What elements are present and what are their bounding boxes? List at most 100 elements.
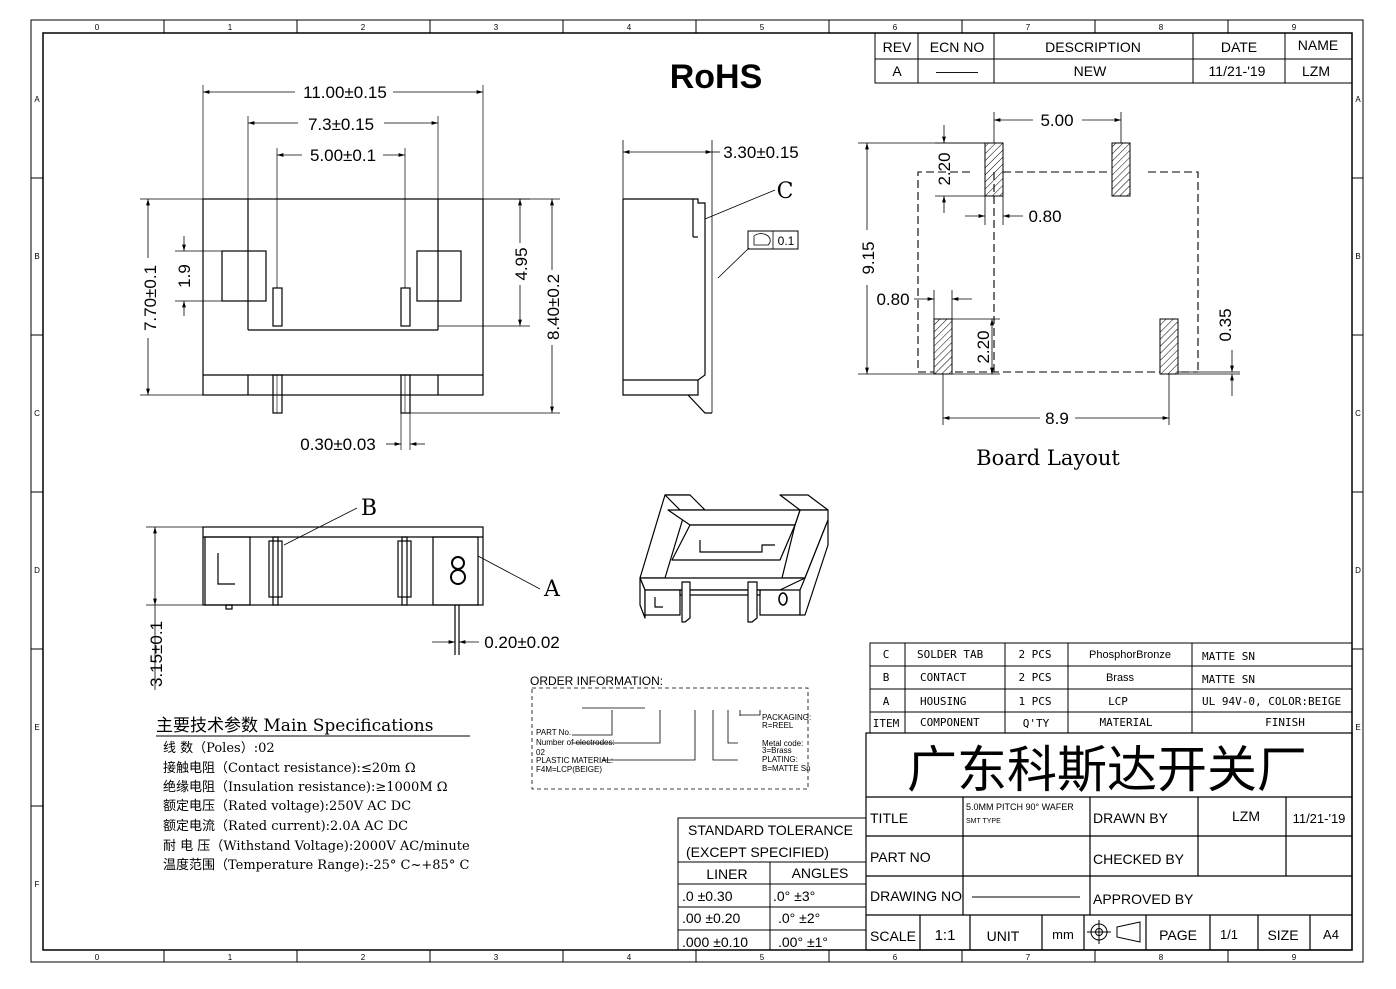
- bom-cell: HOUSING: [920, 695, 966, 708]
- bottom-view-labels: 3.15±0.1 0.20±0.02 B A: [147, 496, 561, 687]
- angles-header: ANGLES: [792, 865, 849, 881]
- side-view-dim: [622, 140, 799, 413]
- size-value: A4: [1323, 927, 1339, 942]
- row-label: A: [1355, 95, 1361, 104]
- col-label: 3: [494, 953, 499, 962]
- callout-a: A: [543, 577, 561, 602]
- bl-dim-offset: 0.35: [1216, 308, 1235, 341]
- main-specifications: 主要技术参数 Main Specifications 线 数（Poles）:02…: [156, 716, 470, 873]
- unit-value: mm: [1052, 927, 1074, 942]
- bom-cell: MATTE SN: [1202, 650, 1255, 663]
- bom-cell: 2 PCS: [1018, 671, 1051, 684]
- bom-header: FINISH: [1265, 716, 1305, 729]
- order-electrodes: Number of electrodes:: [536, 738, 615, 747]
- drawn-date: 11/21-'19: [1293, 811, 1346, 826]
- date-value: 11/21-'19: [1209, 63, 1266, 79]
- board-layout-title: Board Layout: [976, 446, 1120, 470]
- row-label: E: [34, 723, 39, 732]
- rev-header: REV: [883, 39, 912, 55]
- order-plating: PLATING:: [762, 755, 798, 764]
- projection-symbol-icon: [1087, 920, 1141, 944]
- specs-title: 主要技术参数 Main Specifications: [156, 716, 433, 736]
- row-label: D: [34, 566, 40, 575]
- col-label: 9: [1292, 953, 1297, 962]
- drawing-no-label: DRAWING NO: [870, 888, 962, 904]
- bom-cell: Brass: [1106, 672, 1135, 684]
- order-plastic: PLASTIC MATERIAL:: [536, 756, 613, 765]
- tolerance-angle: .00° ±1°: [778, 934, 828, 950]
- col-label: 8: [1159, 953, 1164, 962]
- bottom-view: [202, 526, 484, 655]
- unit-label: UNIT: [987, 928, 1020, 944]
- bom-cell: LCP: [1108, 695, 1128, 708]
- description-value: NEW: [1074, 63, 1107, 79]
- col-label: 4: [627, 23, 632, 32]
- description-header: DESCRIPTION: [1045, 39, 1141, 55]
- col-label: 3: [494, 23, 499, 32]
- board-layout: 5.00 2.20 0.80 9.15 0.80 2.20 0.35 8.9 B…: [858, 111, 1240, 470]
- order-electrodes-val: 02: [536, 748, 545, 757]
- drawn-by-value: LZM: [1232, 808, 1260, 824]
- dim-height: 7.70±0.1: [141, 265, 160, 331]
- bom-cell: A: [883, 695, 890, 708]
- flatness-value: 0.1: [778, 234, 795, 248]
- order-packaging-val: R=REEL: [762, 721, 794, 730]
- front-view-dim-lines: [146, 90, 554, 446]
- column-labels-bottom: 0 1 2 3 4 5 6 7 8 9: [95, 953, 1297, 962]
- name-value: LZM: [1302, 63, 1330, 79]
- bl-dim-pad-length-top: 2.20: [935, 152, 954, 185]
- bom-cell: 2 PCS: [1018, 648, 1051, 661]
- order-packaging: PACKAGING:: [762, 713, 811, 722]
- dim-width-overall: 11.00±0.15: [303, 83, 387, 102]
- title-value: 5.0MM PITCH 90° WAFER: [966, 802, 1074, 812]
- spec-line: 接触电阻（Contact resistance):≤20m Ω: [163, 760, 416, 776]
- row-label: F: [35, 880, 40, 889]
- tolerance-liner: .000 ±0.10: [682, 934, 748, 950]
- ecn-header: ECN NO: [930, 39, 985, 55]
- order-plating-val: B=MATTE Sn: [762, 764, 811, 773]
- tolerance-angle: .0° ±3°: [773, 888, 815, 904]
- col-label: 8: [1159, 23, 1164, 32]
- callout-c: C: [777, 179, 794, 204]
- tolerance-liner: .00 ±0.20: [682, 910, 740, 926]
- dim-width-inner: 7.3±0.15: [308, 115, 374, 134]
- bl-dim-pad-width-top: 0.80: [1028, 207, 1061, 226]
- spec-line: 绝缘电阻（Insulation resistance):≥1000M Ω: [163, 779, 448, 795]
- col-label: 2: [361, 23, 366, 32]
- dim-tab-thickness: 0.20±0.02: [484, 633, 560, 652]
- order-metal-val: 3=Brass: [762, 746, 792, 755]
- bom-header: Q'TY: [1023, 717, 1050, 730]
- col-label: 6: [893, 23, 898, 32]
- col-label: 0: [95, 23, 100, 32]
- bl-dim-span: 8.9: [1045, 409, 1069, 428]
- order-part-no: PART No.: [536, 728, 571, 737]
- frame-ticks: [31, 20, 1363, 962]
- col-label: 4: [627, 953, 632, 962]
- scale-value: 1:1: [935, 927, 956, 944]
- row-label: D: [1355, 566, 1361, 575]
- spec-line: 额定电流（Rated current):2.0A AC DC: [163, 819, 408, 834]
- company-name: 广东科斯达开关厂: [907, 742, 1307, 798]
- bom-header: MATERIAL: [1100, 716, 1153, 729]
- tolerance-liner: .0 ±0.30: [682, 888, 733, 904]
- bom-cell: C: [883, 648, 890, 661]
- col-label: 2: [361, 953, 366, 962]
- col-label: 0: [95, 953, 100, 962]
- bom-cell: PhosphorBronze: [1089, 649, 1171, 661]
- bl-dim-height: 9.15: [859, 241, 878, 274]
- column-labels-top: 0 1 2 3 4 5 6 7 8 9: [95, 23, 1297, 32]
- row-label: C: [1355, 409, 1361, 418]
- name-header: NAME: [1298, 37, 1338, 53]
- bl-dim-pad-width-bottom: 0.80: [876, 290, 909, 309]
- ecn-value: ———: [936, 63, 978, 79]
- col-label: 1: [228, 23, 233, 32]
- rev-value: A: [892, 63, 902, 79]
- col-label: 9: [1292, 23, 1297, 32]
- order-plastic-val: F4M=LCP(BEIGE): [536, 765, 602, 774]
- tolerance-subtitle: (EXCEPT SPECIFIED): [686, 844, 829, 860]
- order-information: ORDER INFORMATION: PART No. Number of el…: [530, 674, 811, 790]
- row-labels-left: A B C D E F: [34, 95, 40, 889]
- drawn-by-label: DRAWN BY: [1093, 810, 1169, 826]
- date-header: DATE: [1221, 39, 1257, 55]
